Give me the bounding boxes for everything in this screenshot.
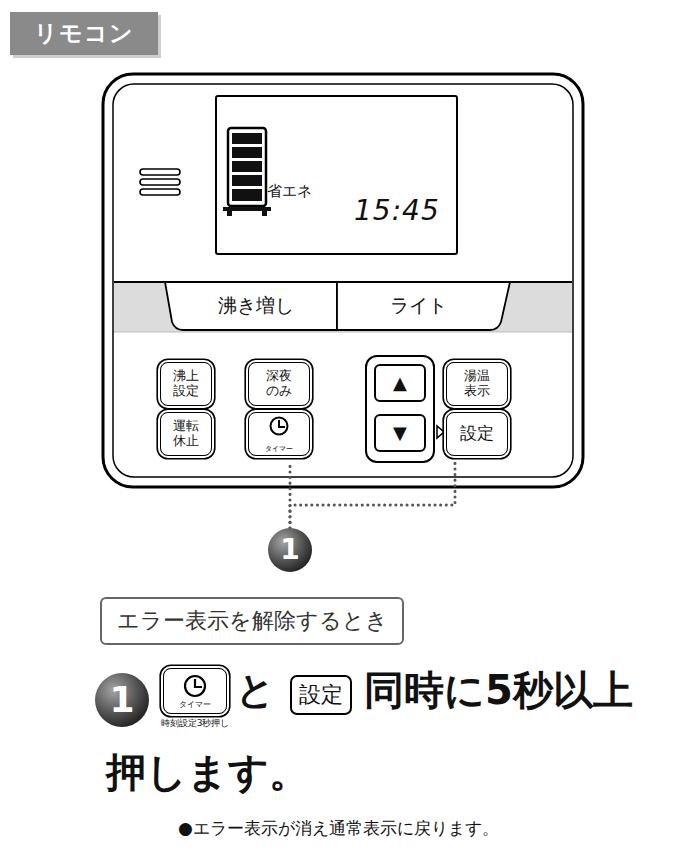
callout-number-text: 1	[280, 534, 299, 566]
up-key-text: ▲	[393, 373, 407, 394]
instruction-text: 押します。	[106, 748, 309, 796]
tab-shape	[337, 282, 510, 330]
callout-number: 1	[268, 528, 312, 572]
tab-button-text: 沸き増し	[218, 295, 294, 317]
set-key-icon: 設定	[290, 675, 352, 715]
pointer-triangle	[437, 426, 444, 438]
timer-key-icon-text: 時刻設定3秒押し	[161, 719, 230, 728]
result-note: ●エラー表示が消え通常表示に戻ります。	[178, 818, 499, 838]
key-button-text: 湯温 表示	[462, 369, 492, 399]
up-key: ▲	[374, 364, 426, 402]
key-button: 運転 休止	[160, 412, 212, 456]
key-button: 深夜 のみ	[248, 362, 310, 406]
lcd-display-text: 15:45	[354, 195, 440, 227]
tab-button: ライト	[340, 284, 496, 328]
key-button-text: 深夜 のみ	[264, 369, 294, 399]
lcd-display-text: 省エネ	[267, 183, 312, 200]
key-button: 湯温 表示	[446, 362, 508, 406]
remote-housing	[103, 74, 583, 487]
lcd-display: 省エネ 15:45	[215, 95, 458, 255]
down-key-text: ▼	[393, 423, 407, 444]
key-button: 沸上 設定	[160, 362, 212, 406]
timer-button-text: タイマー	[265, 446, 293, 453]
band-edge	[114, 332, 572, 333]
set-button-text: 設定	[460, 424, 494, 444]
step-number: 1	[95, 673, 149, 727]
section-tag: リモコン	[10, 12, 158, 55]
tab-shape	[165, 282, 337, 330]
heading-box: エラー表示を解除するとき	[100, 597, 404, 645]
timer-key-icon-text: タイマー	[179, 701, 211, 709]
tab-button-text: ライト	[390, 295, 447, 317]
key-button-text: 運転 休止	[171, 419, 201, 449]
lcd-ground	[215, 95, 458, 255]
instruction-text: 押します。	[106, 749, 309, 795]
down-key: ▼	[374, 414, 426, 452]
speaker-grille	[140, 169, 180, 195]
joining-word: と	[236, 668, 275, 712]
joining-word: と	[236, 668, 275, 714]
tab-button: 沸き増し	[178, 284, 334, 328]
step-number-text: 1	[109, 679, 134, 720]
timer-key-icon: タイマー時刻設定3秒押し	[163, 668, 227, 714]
leader-dotted	[290, 462, 455, 528]
key-button-text: 沸上 設定	[171, 369, 201, 399]
arrow-key-group	[366, 356, 434, 462]
result-note: ●エラー表示が消え通常表示に戻ります。	[178, 818, 499, 838]
tank-level-icon	[223, 128, 271, 216]
clock-icon	[271, 418, 288, 435]
instruction-text: 同時に5秒以上	[364, 666, 633, 714]
set-key-icon-text: 設定	[299, 682, 343, 707]
remote-inner-rim	[113, 84, 573, 477]
section-tag-text: リモコン	[34, 20, 134, 46]
instruction-text: 同時に5秒以上	[364, 667, 633, 713]
heading-box-text: エラー表示を解除するとき	[117, 608, 388, 633]
clock-icon	[185, 676, 205, 696]
tab-band	[114, 282, 572, 332]
timer-button: タイマー	[248, 412, 310, 456]
set-button: 設定	[446, 412, 508, 456]
